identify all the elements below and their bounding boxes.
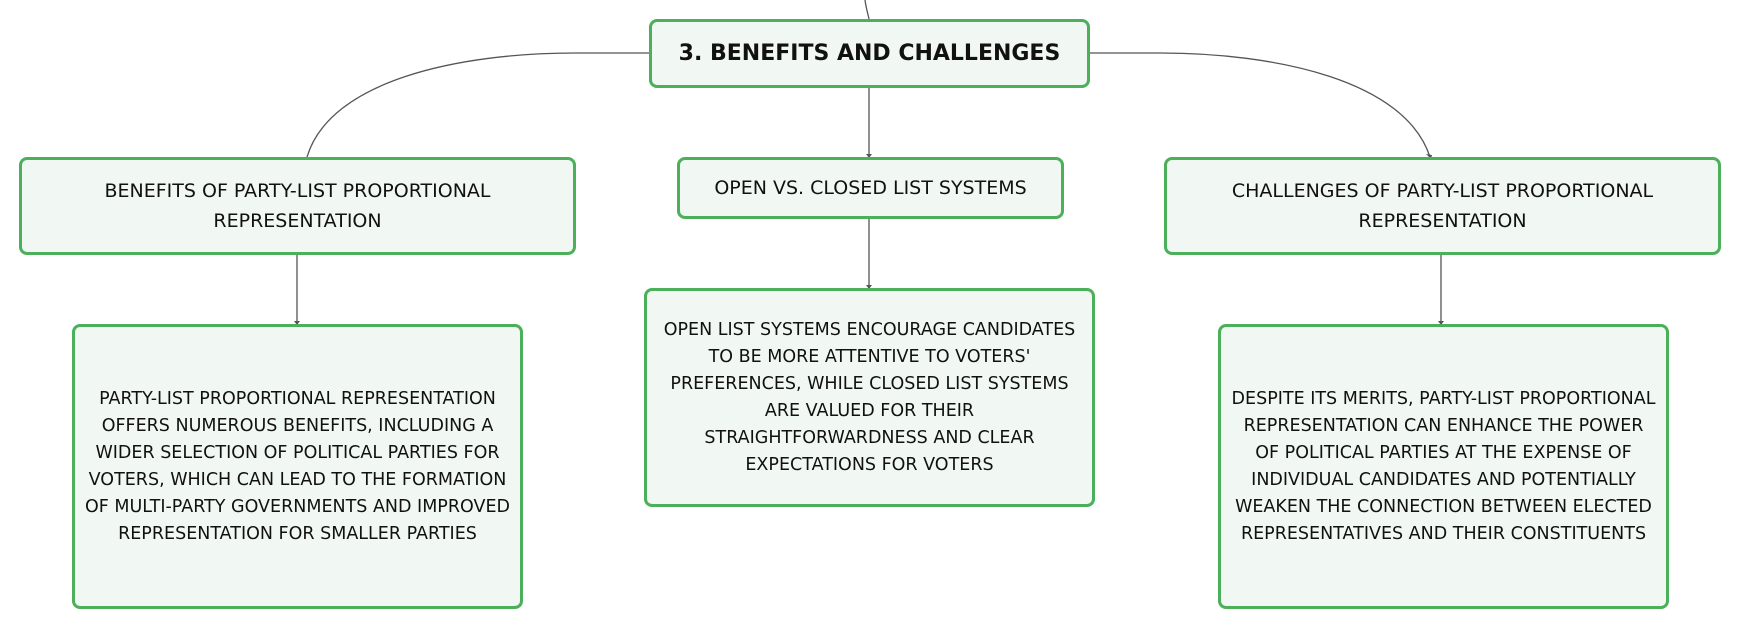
node-benefits-label: BENEFITS OF PARTY-LIST PROPORTIONAL REPR… xyxy=(104,180,491,232)
node-open-vs-closed[interactable]: OPEN VS. CLOSED LIST SYSTEMS xyxy=(677,157,1064,219)
node-benefits[interactable]: BENEFITS OF PARTY-LIST PROPORTIONAL REPR… xyxy=(19,157,576,255)
node-challenges-label: CHALLENGES OF PARTY-LIST PROPORTIONAL RE… xyxy=(1231,180,1654,232)
arrowhead-benefits-detail xyxy=(294,321,300,325)
node-challenges-detail[interactable]: DESPITE ITS MERITS, PARTY-LIST PROPORTIO… xyxy=(1218,324,1669,609)
node-challenges-detail-text: DESPITE ITS MERITS, PARTY-LIST PROPORTIO… xyxy=(1231,388,1656,544)
node-benefits-detail[interactable]: PARTY-LIST PROPORTIONAL REPRESENTATION O… xyxy=(72,324,523,609)
root-node-label: 3. BENEFITS AND CHALLENGES xyxy=(678,41,1061,66)
node-challenges[interactable]: CHALLENGES OF PARTY-LIST PROPORTIONAL RE… xyxy=(1164,157,1721,255)
arrowhead-open xyxy=(866,154,872,158)
root-node[interactable]: 3. BENEFITS AND CHALLENGES xyxy=(649,19,1090,88)
connector-root-to-benefits xyxy=(306,52,649,158)
connector-incoming xyxy=(864,0,870,20)
node-benefits-detail-text: PARTY-LIST PROPORTIONAL REPRESENTATION O… xyxy=(84,388,510,544)
node-open-vs-closed-detail[interactable]: OPEN LIST SYSTEMS ENCOURAGE CANDIDATES T… xyxy=(644,288,1095,507)
node-open-vs-closed-detail-text: OPEN LIST SYSTEMS ENCOURAGE CANDIDATES T… xyxy=(663,319,1076,475)
arrowhead-challenges-detail xyxy=(1438,321,1444,325)
arrowhead-open-detail xyxy=(866,285,872,289)
node-open-vs-closed-label: OPEN VS. CLOSED LIST SYSTEMS xyxy=(714,177,1027,199)
connector-root-to-challenges xyxy=(1090,52,1431,158)
